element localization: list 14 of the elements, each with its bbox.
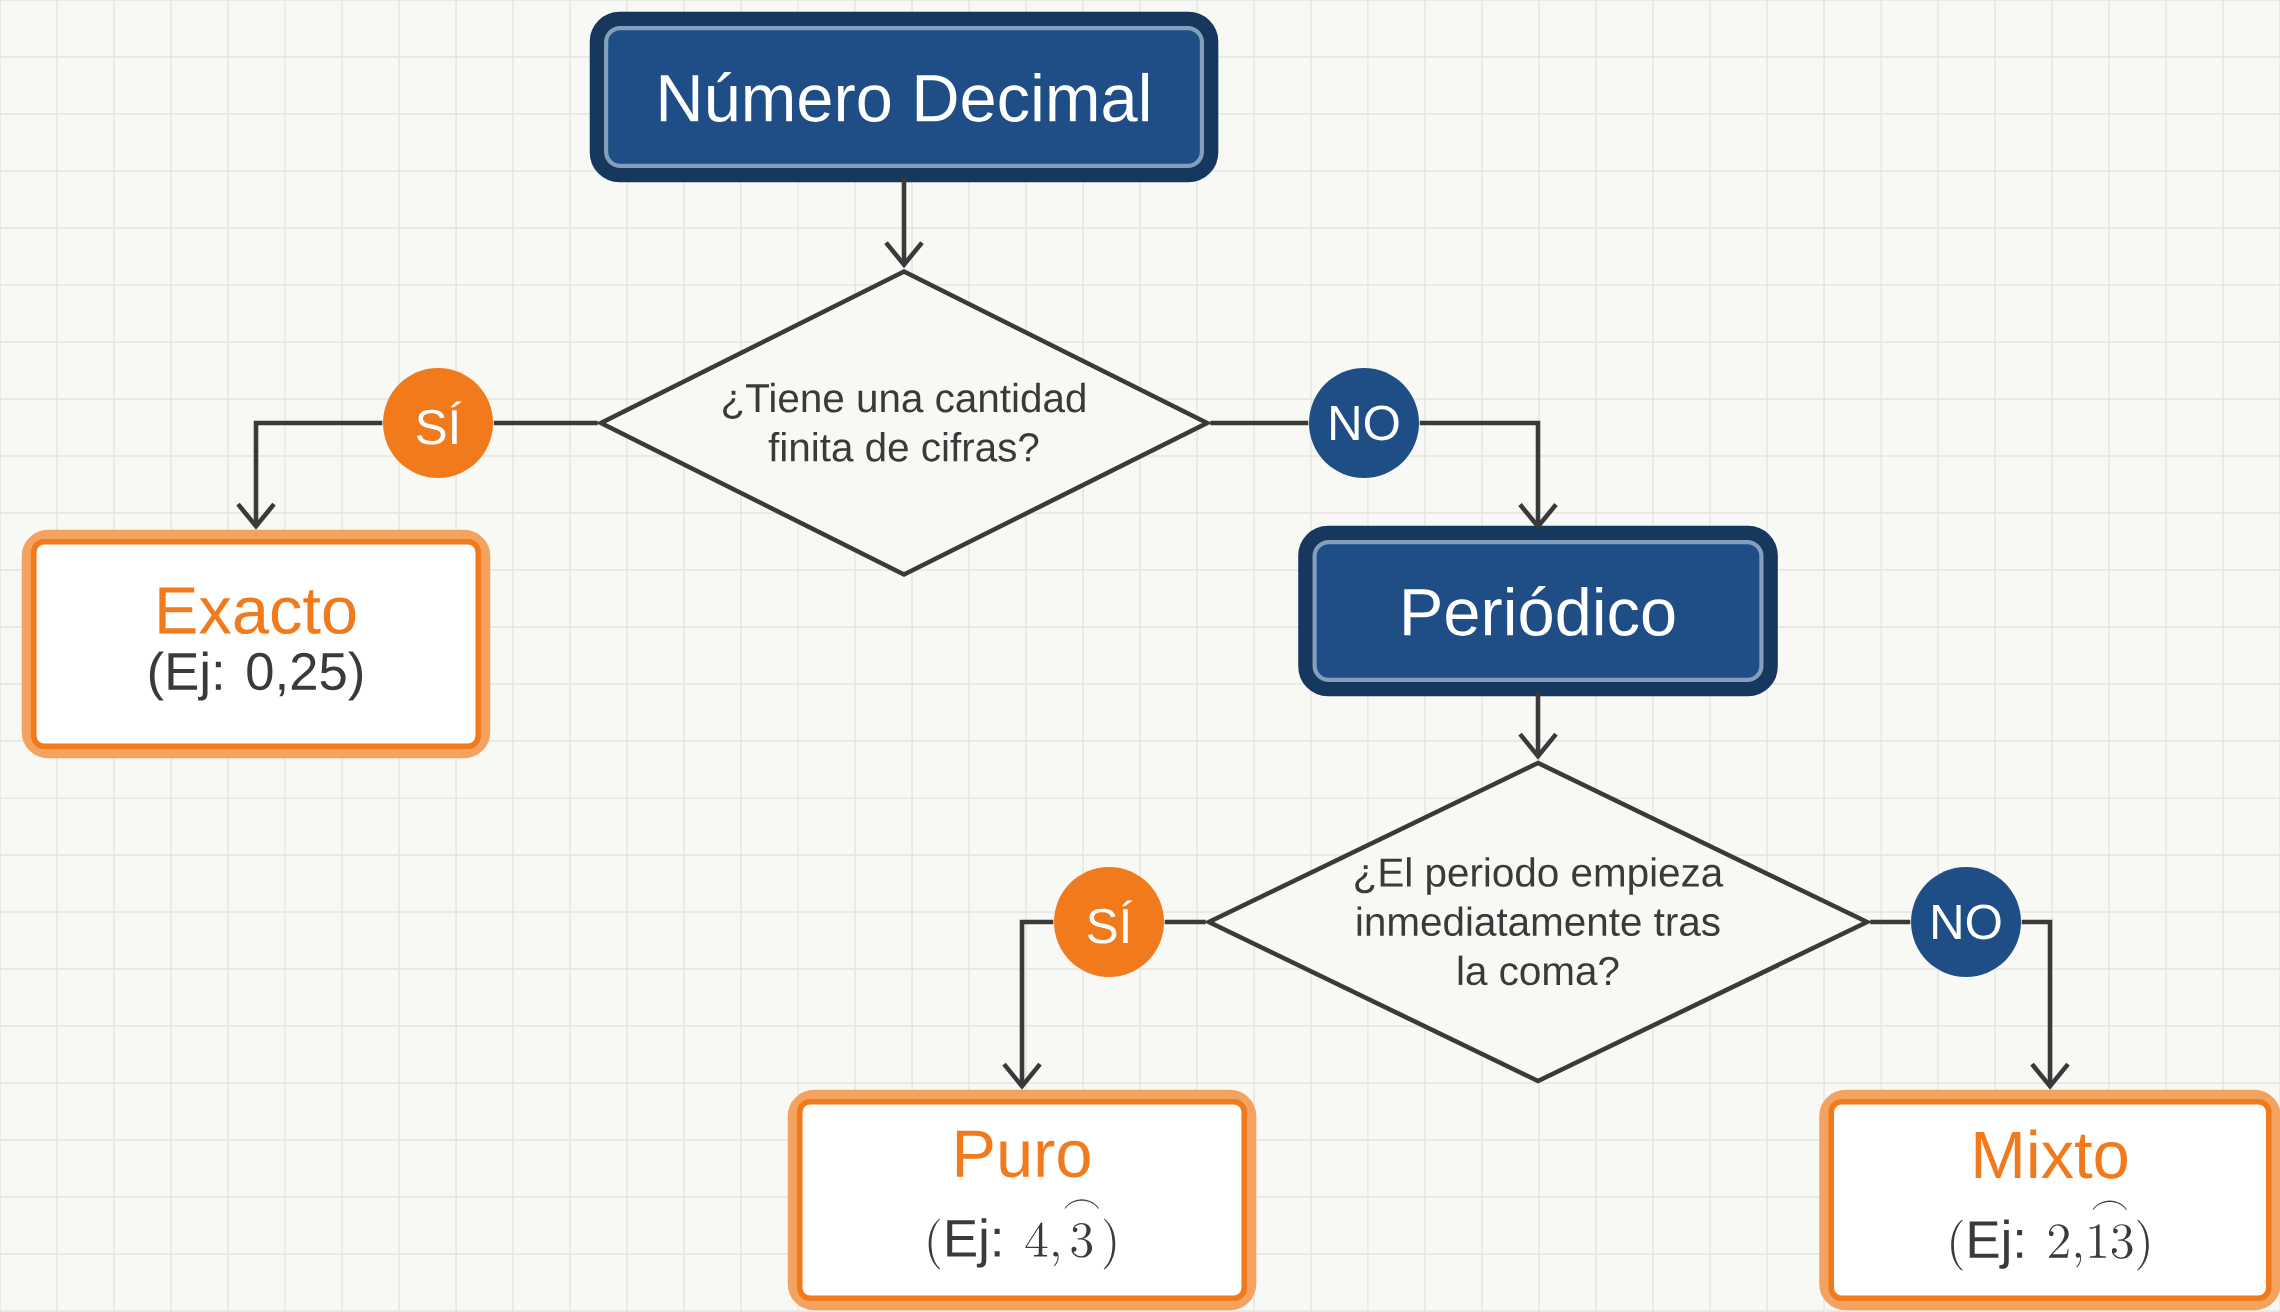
result-box: Exacto (Ej: 0,25) <box>21 529 491 759</box>
process-box: Número Decimal <box>589 11 1219 183</box>
arrow <box>884 177 924 269</box>
connector-line <box>1870 919 1911 925</box>
arrow <box>2021 919 2070 1090</box>
arrow <box>1002 919 1054 1090</box>
arrow <box>236 420 383 530</box>
connector-line <box>1164 919 1206 925</box>
arrow <box>1419 420 1558 531</box>
result-box: Puro $(\text{Ej: }4{,}\overset{\frown}{3})$ <box>787 1089 1257 1311</box>
process-box: Periódico <box>1298 525 1778 697</box>
result-box: Mixto $(\text{Ej: }2{,}\overset{\frown}{13})$ <box>1819 1089 2280 1311</box>
connector-line <box>1210 420 1309 426</box>
connector-line <box>493 420 598 426</box>
